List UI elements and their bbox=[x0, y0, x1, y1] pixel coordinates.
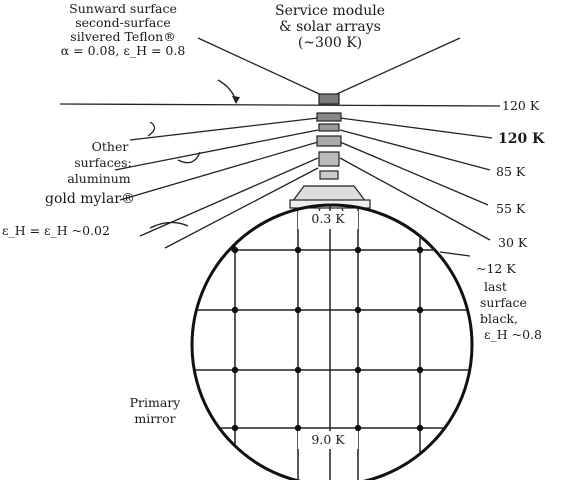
sunward-arrow-head bbox=[232, 96, 240, 104]
solar-array-line-left bbox=[197, 37, 329, 99]
sunward-label-3: silvered Teflon® bbox=[70, 29, 176, 44]
service-module-ring-2 bbox=[318, 123, 340, 132]
other-surfaces-brace-2 bbox=[177, 151, 201, 164]
shield-line-left-1 bbox=[129, 117, 319, 141]
temperature-label-1: 120 K bbox=[502, 98, 540, 113]
inner-temperature-bottom: 9.0 K bbox=[311, 432, 345, 447]
cold-label-1: ~12 K bbox=[476, 261, 516, 276]
other-label-5: ε_H = ε_H ~0.02 bbox=[2, 223, 110, 238]
shield-line-left-5 bbox=[164, 167, 319, 249]
service-label-3: (~300 K) bbox=[297, 35, 363, 51]
temperature-label-2: 120 K bbox=[498, 131, 545, 147]
shield-line-left-3 bbox=[119, 141, 319, 201]
other-label-3: aluminum bbox=[67, 171, 131, 186]
shield-line-right-4 bbox=[339, 157, 491, 241]
primary-label-2: mirror bbox=[134, 411, 176, 426]
other-surfaces-brace-3 bbox=[149, 221, 189, 229]
service-module-ring-1 bbox=[316, 112, 342, 122]
other-label-4: gold mylar® bbox=[45, 191, 135, 207]
temperature-label-4: 55 K bbox=[496, 201, 526, 216]
primary-label-1: Primary bbox=[129, 395, 181, 410]
service-module-body bbox=[318, 93, 340, 105]
shield-line-left-4 bbox=[139, 157, 319, 237]
sunward-surface-line bbox=[59, 103, 501, 107]
cold-label-2: last bbox=[484, 279, 507, 294]
sunward-label-2: second-surface bbox=[75, 15, 171, 30]
other-surfaces-brace-1 bbox=[147, 121, 156, 137]
shield-line-right-2 bbox=[339, 129, 491, 171]
temperature-label-5: 30 K bbox=[498, 235, 528, 250]
primary-mirror-outline bbox=[190, 203, 474, 480]
shield-line-right-1 bbox=[339, 117, 493, 139]
cold-label-4: black, bbox=[480, 311, 519, 326]
cold-label-3: surface bbox=[480, 295, 527, 310]
shield-line-right-3 bbox=[339, 141, 489, 206]
service-module-ring-5 bbox=[319, 170, 339, 180]
shield-line-left-2 bbox=[114, 129, 319, 171]
service-label-1: Service module bbox=[275, 3, 385, 19]
sunward-label-4: α = 0.08, ε_H = 0.8 bbox=[60, 43, 186, 58]
service-module-ring-3 bbox=[316, 135, 342, 147]
solar-array-line-right bbox=[327, 37, 461, 99]
service-label-2: & solar arrays bbox=[279, 19, 381, 35]
temperature-label-3: 85 K bbox=[496, 164, 526, 179]
other-label-2: surfaces: bbox=[74, 155, 132, 170]
cold-leader-line bbox=[439, 251, 471, 257]
inner-temperature-top: 0.3 K bbox=[311, 211, 345, 226]
other-label-1: Other bbox=[91, 139, 129, 154]
cold-label-5: ε_H ~0.8 bbox=[484, 327, 542, 342]
sunward-label-1: Sunward surface bbox=[69, 1, 177, 16]
service-module-ring-4 bbox=[318, 151, 340, 167]
